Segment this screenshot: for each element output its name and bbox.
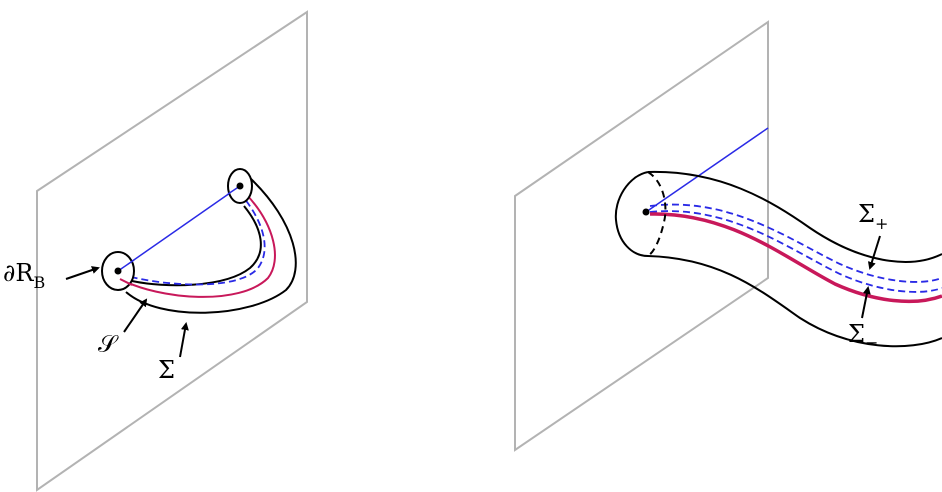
label-boundary-RB: ∂RB [3,259,45,292]
right-point [642,208,650,216]
left-curve-S [119,193,276,298]
right-curve-main [649,212,942,304]
left-tube-inner [131,205,262,287]
left-arrow-boundary [65,266,100,280]
right-tube-top [647,170,942,263]
right-plane [514,20,769,452]
left-curve-stub [119,278,133,286]
right-blue-chord [645,127,769,213]
left-dashed-curve [119,197,266,286]
left-tube-outer [125,177,297,314]
right-figure: Σ+ Σ− [514,20,942,452]
left-arrow-Sigma [179,322,189,358]
label-S: 𝒮 [98,330,119,358]
left-plane [36,10,308,492]
left-figure: ∂RB 𝒮 Σ [3,10,308,492]
left-point-boundary [114,267,122,275]
right-dashed-lower [649,210,942,293]
label-sigma-plus-sub: + [875,214,888,233]
right-arrow-sigma-minus [861,286,871,319]
label-sigma-plus-main: Σ [858,200,875,228]
label-boundary-main: ∂R [3,259,34,287]
left-arrow-S [123,298,148,333]
left-point-top [236,182,244,190]
label-boundary-sub: B [33,273,45,292]
right-end-solid-arc [614,171,649,257]
right-arrow-sigma-plus [867,235,881,270]
right-tube-bottom [647,255,942,348]
right-dashed-upper [649,203,942,283]
left-blue-chord [117,185,241,272]
label-sigma-minus-main: Σ [848,320,865,348]
right-end-dashed-arc [647,171,667,257]
label-Sigma: Σ [158,356,175,384]
label-sigma-plus: Σ+ [858,200,888,233]
label-sigma-minus: Σ− [848,320,878,352]
label-sigma-minus-sub: − [865,333,878,352]
